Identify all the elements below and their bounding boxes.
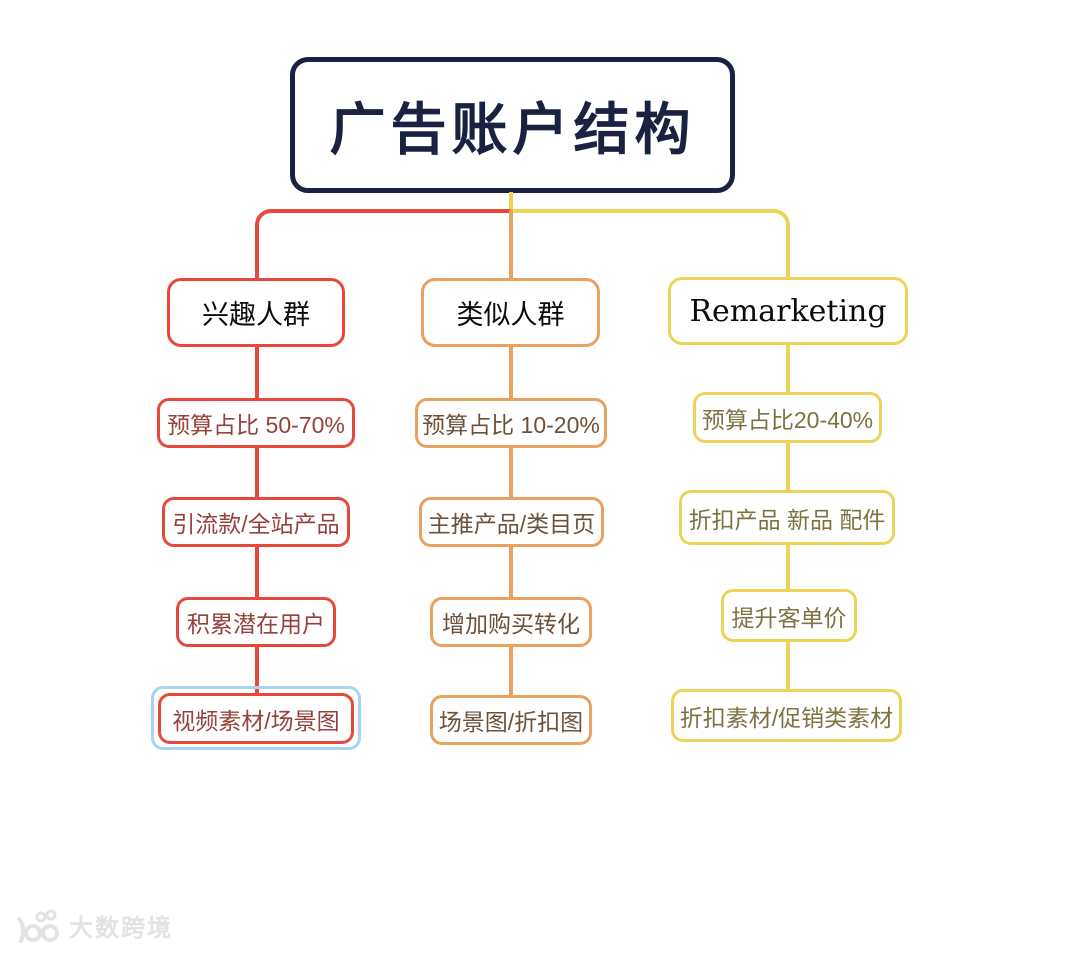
connector-red-2	[255, 448, 259, 497]
connector-orange-3	[509, 547, 513, 597]
root-node-title[interactable]: 广告账户结构	[290, 57, 735, 193]
dashu-100-logo-icon	[17, 909, 59, 943]
node-label: 提升客单价	[731, 604, 847, 631]
connector-branch-orange	[509, 210, 513, 280]
branch-header-label: 兴趣人群	[202, 300, 310, 330]
connector-yellow-3	[786, 545, 790, 589]
page-title: 广告账户结构	[329, 97, 696, 161]
node-interest-goal[interactable]: 积累潜在用户	[176, 597, 336, 647]
connector-yellow-1	[786, 345, 790, 392]
node-remarketing-products[interactable]: 折扣产品 新品 配件	[679, 490, 895, 545]
node-label: 预算占比 50-70%	[167, 412, 345, 438]
connector-branch-yellow	[511, 209, 790, 280]
node-label: 积累潜在用户	[187, 611, 325, 637]
node-lookalike-budget[interactable]: 预算占比 10-20%	[415, 398, 607, 448]
node-interest-creative[interactable]: 视频素材/场景图	[158, 693, 354, 744]
node-lookalike-products[interactable]: 主推产品/类目页	[419, 497, 604, 547]
selection-highlight-ring	[151, 686, 361, 750]
connector-red-1	[255, 347, 259, 398]
node-label: 主推产品/类目页	[427, 511, 596, 537]
node-remarketing-budget[interactable]: 预算占比20-40%	[693, 392, 882, 443]
node-label: 视频素材/场景图	[172, 707, 340, 734]
connector-yellow-4	[786, 642, 790, 689]
node-remarketing-creative[interactable]: 折扣素材/促销类素材	[671, 689, 902, 742]
watermark: 大数跨境	[13, 903, 173, 947]
branch-header-remarketing[interactable]: Remarketing	[668, 277, 908, 345]
node-label: 折扣素材/促销类素材	[679, 704, 894, 731]
node-label: 预算占比20-40%	[701, 406, 874, 433]
node-remarketing-goal[interactable]: 提升客单价	[721, 589, 857, 642]
branch-header-interest[interactable]: 兴趣人群	[167, 278, 345, 347]
connector-red-3	[255, 547, 259, 597]
branch-header-lookalike[interactable]: 类似人群	[421, 278, 600, 347]
node-label: 增加购买转化	[442, 611, 580, 637]
connector-orange-2	[509, 448, 513, 497]
connector-red-4	[255, 647, 259, 695]
branch-header-label: Remarketing	[689, 293, 887, 329]
connector-root-stub	[509, 192, 513, 211]
node-label: 预算占比 10-20%	[422, 412, 600, 438]
connector-yellow-2	[786, 443, 790, 490]
branch-header-label: 类似人群	[456, 300, 565, 330]
node-label: 折扣产品 新品 配件	[688, 506, 886, 533]
node-lookalike-goal[interactable]: 增加购买转化	[430, 597, 592, 647]
node-interest-budget[interactable]: 预算占比 50-70%	[157, 398, 355, 448]
node-interest-products[interactable]: 引流款/全站产品	[162, 497, 350, 547]
node-label: 引流款/全站产品	[172, 511, 340, 537]
connector-branch-red	[255, 209, 513, 280]
node-lookalike-creative[interactable]: 场景图/折扣图	[430, 695, 592, 745]
watermark-text: 大数跨境	[69, 914, 173, 942]
node-label: 场景图/折扣图	[438, 709, 584, 735]
connector-orange-1	[509, 347, 513, 398]
connector-orange-4	[509, 647, 513, 695]
